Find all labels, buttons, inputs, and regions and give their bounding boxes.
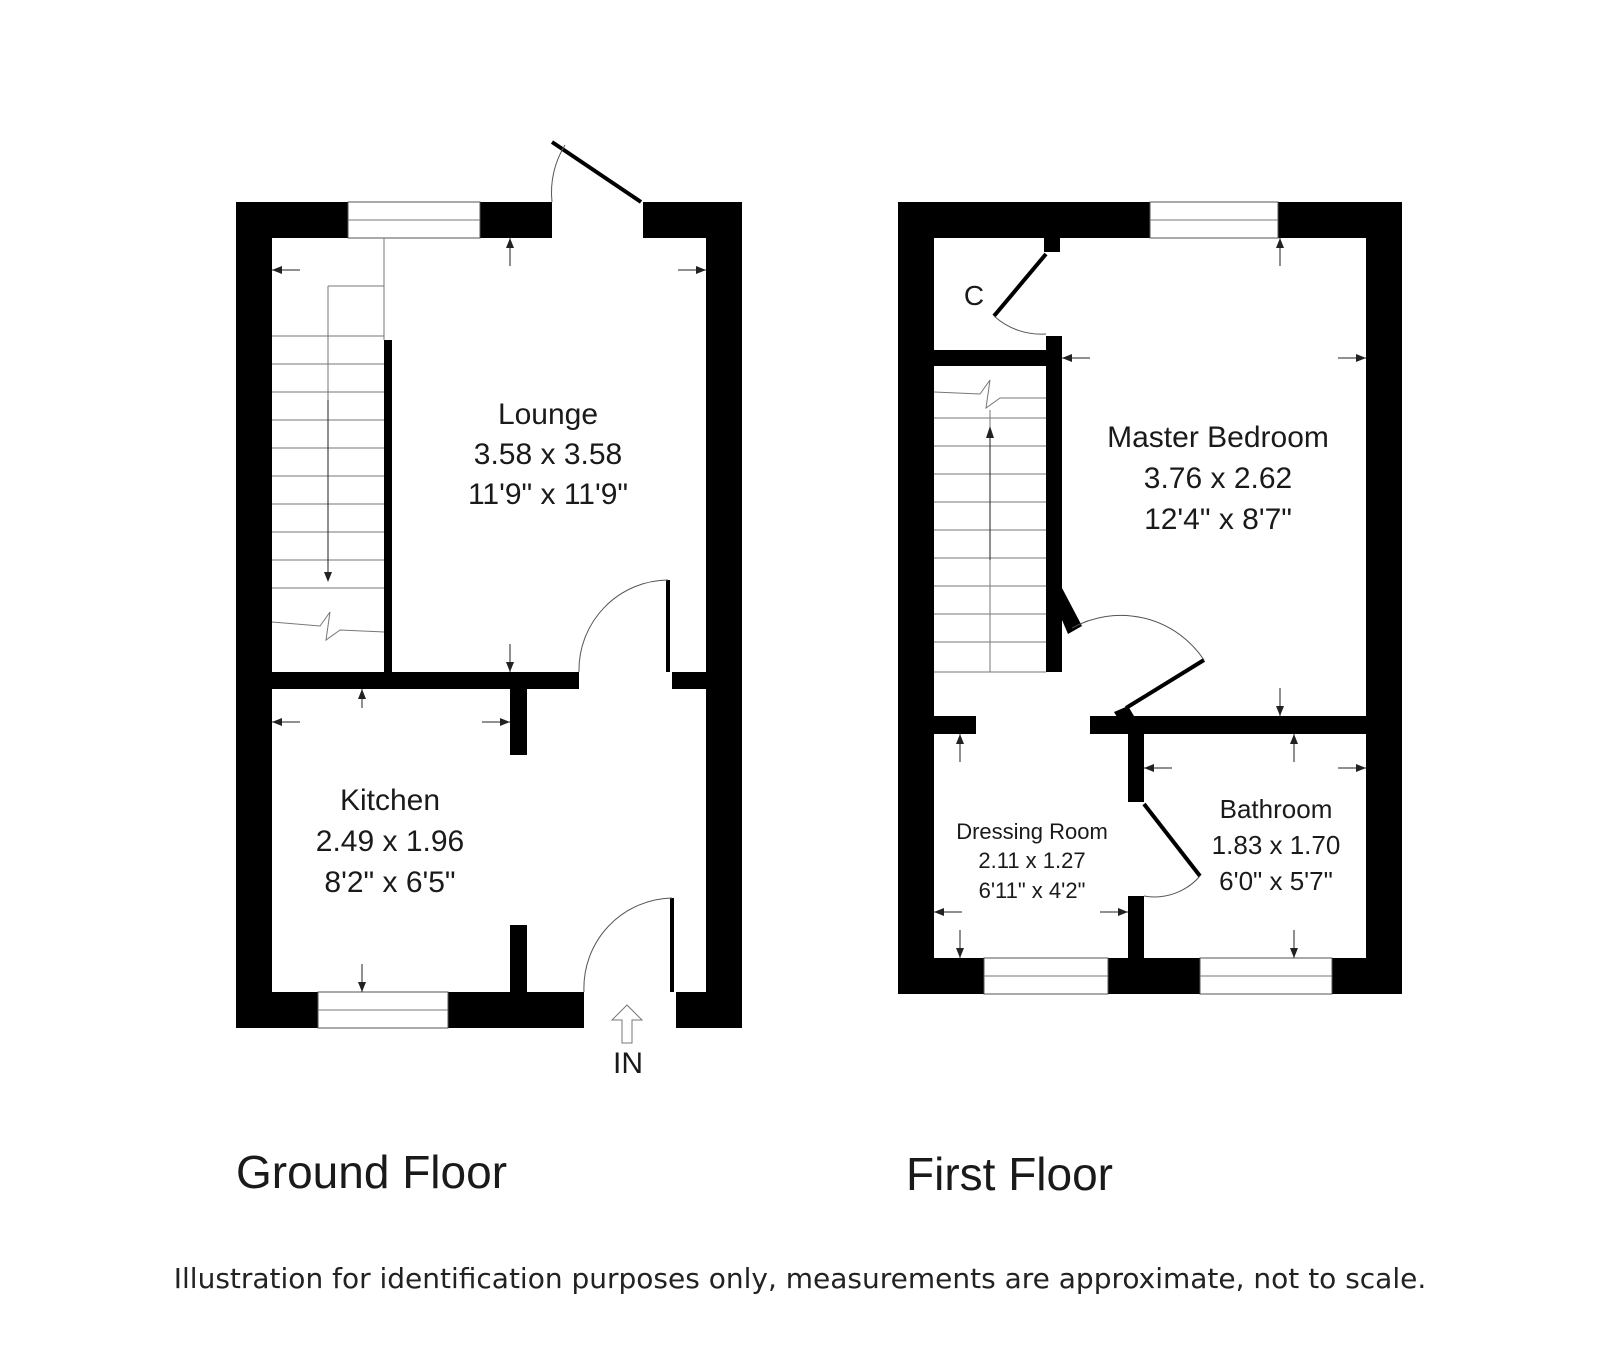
gf-entry-door (550, 140, 643, 204)
lounge-name: Lounge (498, 398, 598, 431)
gf-wall-top-left (236, 202, 348, 238)
bathroom-imperial: 6'0" x 5'7" (1219, 866, 1333, 896)
ff-bath-wall-top (1128, 716, 1144, 802)
ff-wall-right (1366, 202, 1402, 994)
bathroom-name: Bathroom (1220, 794, 1333, 824)
ff-wall-top-left (898, 202, 1150, 238)
gf-entrance-arrow (610, 1004, 644, 1044)
gf-kitchen-stub-top (510, 689, 527, 755)
ground-floor-title: Ground Floor (236, 1146, 507, 1198)
gf-lounge-door (578, 579, 670, 673)
disclaimer-text: Illustration for identification purposes… (173, 1262, 1427, 1295)
bathroom-metric: 1.83 x 1.70 (1212, 830, 1341, 860)
ff-cupboard-wall (934, 350, 1048, 366)
gf-staircase (271, 238, 385, 642)
first-floor-title: First Floor (906, 1148, 1113, 1200)
ff-bedroom-door (1071, 614, 1206, 710)
master-bedroom-imperial: 12'4" x 8'7" (1144, 503, 1292, 536)
ff-cupboard-door (992, 252, 1048, 335)
kitchen-name: Kitchen (340, 784, 440, 817)
gf-middle-wall-right (672, 672, 706, 689)
gf-wall-bottom-mid (448, 992, 584, 1028)
ff-wall-bottom-mid (1108, 958, 1200, 994)
ground-floor-plan: IN Lounge 3.58 x 3.58 11'9" x 11'9" Kitc… (236, 140, 742, 1198)
ff-cupboard-label: C (964, 280, 984, 311)
gf-wall-right (706, 202, 742, 1028)
gf-wall-left (236, 202, 272, 1028)
dressing-room-imperial: 6'11" x 4'2" (979, 878, 1086, 903)
kitchen-imperial: 8'2" x 6'5" (324, 866, 455, 899)
gf-stair-wall (384, 340, 392, 673)
ff-staircase (933, 379, 1046, 673)
ff-bedroom-door-jamb (1062, 588, 1082, 634)
ff-cupboard-stub (1044, 238, 1060, 252)
ff-bath-wall-bottom (1128, 896, 1144, 958)
lounge-metric: 3.58 x 3.58 (474, 438, 622, 471)
first-floor-plan: C Master Bedroom 3.76 x 2.62 12'4" x 8'7… (898, 201, 1402, 1200)
master-bedroom-metric: 3.76 x 2.62 (1144, 462, 1292, 495)
lounge-imperial: 11'9" x 11'9" (468, 478, 628, 511)
ff-wall-bottom-right (1332, 958, 1402, 994)
ff-stair-wall (1046, 336, 1062, 672)
ff-dimension-arrows (934, 238, 1366, 958)
dressing-room-name: Dressing Room (956, 819, 1108, 844)
ff-wall-left (898, 202, 934, 994)
gf-wall-top-mid (480, 202, 552, 238)
gf-wall-bottom-left (236, 992, 318, 1028)
master-bedroom-name: Master Bedroom (1107, 421, 1329, 454)
gf-dimension-arrows (272, 238, 706, 992)
ff-landing-wall-right (1090, 716, 1366, 734)
gf-entrance-label: IN (613, 1047, 643, 1080)
kitchen-metric: 2.49 x 1.96 (316, 825, 464, 858)
dressing-room-metric: 2.11 x 1.27 (978, 848, 1085, 873)
gf-wall-top-right (643, 202, 742, 238)
ff-bathroom-door (1142, 802, 1202, 898)
ff-wall-top-right (1278, 202, 1402, 238)
gf-middle-wall-left (272, 672, 579, 689)
ff-landing-wall-left (934, 716, 976, 734)
gf-kitchen-stub-bottom (510, 925, 527, 992)
gf-wall-bottom-right (676, 992, 742, 1028)
gf-front-door (583, 897, 674, 993)
ff-wall-bottom-left (898, 958, 984, 994)
